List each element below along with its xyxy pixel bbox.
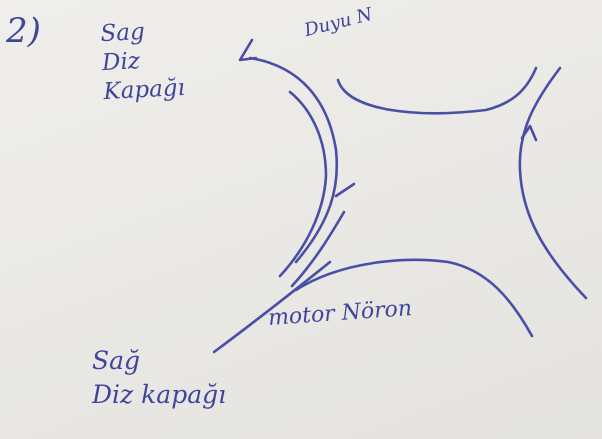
nerve-end-hook bbox=[238, 38, 258, 62]
question-number: 2) bbox=[6, 11, 41, 51]
spinal-cord-upper-line bbox=[336, 66, 538, 115]
sensory-nerve-inner-line bbox=[278, 90, 328, 278]
nerve-lower-segment bbox=[290, 210, 346, 288]
sensory-nerve-outer-line bbox=[248, 56, 339, 264]
bottom-left-label: Sağ Diz kapağı bbox=[92, 346, 227, 409]
spinal-cord-arrowhead bbox=[520, 124, 538, 142]
spinal-cord-right-line bbox=[518, 66, 588, 300]
nerve-tick-mark bbox=[334, 182, 356, 198]
motor-neuron-arc bbox=[294, 258, 534, 338]
motor-neuron-diagonal-line bbox=[212, 260, 332, 354]
top-left-label: Sag Diz Kapağı bbox=[99, 18, 186, 105]
